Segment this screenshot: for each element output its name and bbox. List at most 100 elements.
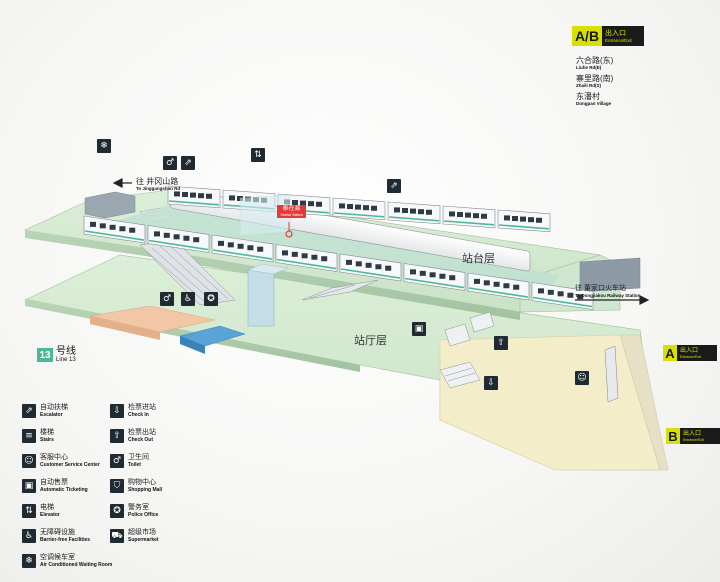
legend-item-en: Barrier-free Facilities bbox=[40, 537, 91, 543]
train-window bbox=[439, 273, 446, 279]
train-window bbox=[308, 201, 314, 207]
train-window bbox=[493, 281, 500, 287]
west-direction-en: To Jinggangshan Rd bbox=[136, 186, 181, 191]
ticket-machine-icon: ▣ bbox=[412, 322, 426, 336]
train-window bbox=[154, 231, 160, 237]
elevator-icon: ⇅ bbox=[22, 504, 36, 518]
vending-row bbox=[604, 345, 619, 403]
supermarket-icon: ⛟ bbox=[110, 529, 124, 543]
train-window bbox=[426, 209, 432, 215]
concourse-level-label: 站厅层 bbox=[354, 335, 387, 347]
legend-item-en: Automatic Ticketing bbox=[40, 487, 88, 493]
exit-a-badge: A 出入口 Entrance/Exit bbox=[663, 345, 717, 361]
destination-en: Dongpan Village bbox=[576, 101, 612, 106]
train-stripe bbox=[84, 230, 145, 241]
train-window bbox=[363, 205, 369, 211]
legend-item-zh: 检票出站 bbox=[128, 429, 156, 436]
train-window bbox=[173, 234, 180, 240]
train-window bbox=[129, 227, 136, 233]
train-south-cars bbox=[83, 215, 594, 310]
train-window bbox=[237, 243, 244, 249]
train-window bbox=[449, 275, 456, 281]
shop-block-orange bbox=[89, 305, 216, 333]
waiting-room-icon: ❄ bbox=[97, 139, 111, 153]
legend-item-zh: 无障碍设施 bbox=[40, 529, 75, 536]
legend-item-en: Toilet bbox=[128, 462, 141, 468]
legend-item-en: Check In bbox=[128, 412, 149, 418]
train-window bbox=[206, 193, 212, 199]
train-stripe bbox=[212, 249, 273, 260]
train-window bbox=[183, 235, 190, 241]
shopping-mall-icon: ⛉ bbox=[110, 479, 124, 493]
train-window bbox=[512, 216, 518, 222]
toilet-icon: ♂ bbox=[163, 156, 177, 170]
train-window bbox=[190, 192, 196, 198]
elevator-icon: ⇅ bbox=[251, 148, 265, 162]
destination-zh: 六合路(东) bbox=[576, 56, 614, 65]
station-name-en: Tibeitai Station bbox=[280, 213, 304, 217]
check-in-icon: ⇩ bbox=[110, 404, 124, 418]
customer-service-icon: ☺ bbox=[22, 454, 36, 468]
train-window bbox=[457, 212, 463, 218]
train-window bbox=[567, 292, 574, 298]
platform-level-label: 站台层 bbox=[462, 253, 495, 265]
check-out-icon: ⇧ bbox=[494, 336, 508, 350]
elevator-shaft-top bbox=[247, 263, 289, 275]
west-direction-zh: 往 井冈山路 bbox=[136, 177, 179, 186]
legend-item-en: Check Out bbox=[128, 437, 154, 443]
train-window bbox=[483, 280, 490, 286]
train-window bbox=[528, 217, 534, 223]
line-zh: 号线 bbox=[56, 346, 76, 357]
train-stripe bbox=[340, 268, 401, 279]
west-building bbox=[84, 191, 136, 219]
customer-service-icon: ☺ bbox=[575, 371, 589, 385]
train-window bbox=[227, 242, 234, 248]
escalator-icon: ⇗ bbox=[387, 179, 401, 193]
train-stripe bbox=[148, 239, 209, 251]
header-destinations: 六合路(东) Liuhe Rd(E) 寨里路(南) Zhaili Rd(S) 东… bbox=[576, 56, 613, 106]
ticket-gates bbox=[439, 311, 495, 389]
legend-item-en: Escalator bbox=[40, 412, 63, 418]
train-window bbox=[321, 256, 328, 262]
train-window bbox=[410, 208, 416, 214]
train-window bbox=[365, 262, 372, 268]
train-window bbox=[371, 205, 377, 211]
train-window bbox=[355, 261, 362, 267]
train-window bbox=[429, 272, 436, 278]
police-office-icon: ✪ bbox=[204, 292, 218, 306]
service-block-blue-side bbox=[180, 336, 205, 354]
ticket-machine-icon: ▣ bbox=[22, 479, 36, 493]
train-window bbox=[218, 240, 224, 246]
train-window bbox=[474, 278, 480, 284]
train-window bbox=[419, 270, 426, 276]
legend-item-zh: 自动扶梯 bbox=[40, 404, 68, 411]
train-window bbox=[355, 204, 361, 210]
legend-item-zh: 客服中心 bbox=[40, 454, 68, 461]
exit-a-zh: 出入口 bbox=[680, 347, 699, 354]
exit-b-en: Entrance/Exit bbox=[683, 437, 704, 442]
train-window bbox=[229, 195, 235, 201]
train-window bbox=[300, 200, 306, 206]
west-direction-arrow bbox=[112, 178, 132, 188]
exit-b-zh: 出入口 bbox=[683, 430, 702, 437]
train-window bbox=[109, 224, 116, 230]
train-window bbox=[198, 193, 204, 199]
legend-item-en: Supermarket bbox=[128, 537, 159, 543]
legend-item-zh: 卫生间 bbox=[128, 454, 149, 461]
train-window bbox=[257, 246, 264, 252]
police-office-icon: ✪ bbox=[110, 504, 124, 518]
shop-block-orange-side bbox=[90, 316, 160, 340]
service-block-blue bbox=[179, 325, 246, 347]
toilet-icon: ♂ bbox=[110, 454, 124, 468]
train-window bbox=[316, 201, 322, 207]
